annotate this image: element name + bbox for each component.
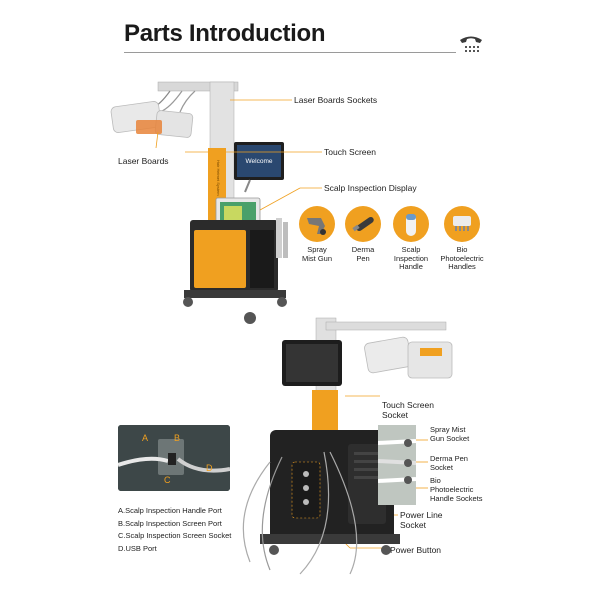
label-power-line-socket: Power Line Socket (400, 510, 443, 530)
accessory-label: Bio Photoelectric Handles (440, 245, 484, 271)
bio-handle-icon (444, 206, 480, 242)
port-item: B.Scalp Inspection Screen Port (118, 518, 222, 528)
label-derma-pen-socket: Derma Pen Socket (430, 454, 468, 472)
inset-letter-c: C (164, 475, 171, 485)
ports-inset-photo: A B C D (118, 425, 230, 491)
scalp-handle-icon (393, 206, 429, 242)
inset-letter-d: D (206, 463, 213, 473)
inset-letter-b: B (174, 433, 181, 443)
accessory-derma-pen: Derma Pen (342, 206, 384, 263)
label-scalp-inspection-display: Scalp Inspection Display (324, 183, 417, 193)
label-bio-handle-sockets: Bio Photoelectric Handle Sockets (430, 476, 483, 503)
spray-gun-icon (299, 206, 335, 242)
label-laser-boards-sockets: Laser Boards Sockets (294, 95, 378, 105)
screen-welcome-text: Welcome (246, 158, 273, 165)
port-item: A.Scalp Inspection Handle Port (118, 506, 222, 515)
accessory-label: Scalp Inspection Handle (393, 245, 429, 271)
accessory-label: Spray Mist Gun (301, 245, 332, 263)
machine-back-illustration (230, 312, 470, 582)
label-touch-screen: Touch Screen (324, 147, 376, 157)
accessory-bio-handles: Bio Photoelectric Handles (436, 206, 488, 272)
phone-icon (458, 32, 484, 56)
accessory-spray-gun: Spray Mist Gun (296, 206, 338, 263)
accessory-scalp-handle: Scalp Inspection Handle (390, 206, 432, 272)
title-divider (124, 52, 456, 53)
page-title: Parts Introduction (124, 20, 326, 47)
port-item: C.Scalp Inspection Screen Socket (118, 531, 232, 540)
machine-front-illustration: Hair Helmet System Welcome (100, 70, 310, 330)
inset-letter-a: A (142, 433, 149, 443)
accessory-label: Derma Pen (351, 245, 375, 263)
port-item: D.USB Port (118, 543, 157, 553)
ports-list: A.Scalp Inspection Handle Port B.Scalp I… (118, 505, 231, 555)
label-laser-boards: Laser Boards (118, 156, 169, 166)
sockets-inset-photo (378, 425, 416, 505)
label-spray-mist-gun-socket: Spray Mist Gun Socket (430, 425, 470, 443)
label-touch-screen-socket: Touch Screen Socket (382, 400, 434, 420)
svg-text:Hair Helmet System: Hair Helmet System (216, 160, 221, 196)
derma-pen-icon (345, 206, 381, 242)
label-power-button: Power Button (390, 545, 442, 555)
